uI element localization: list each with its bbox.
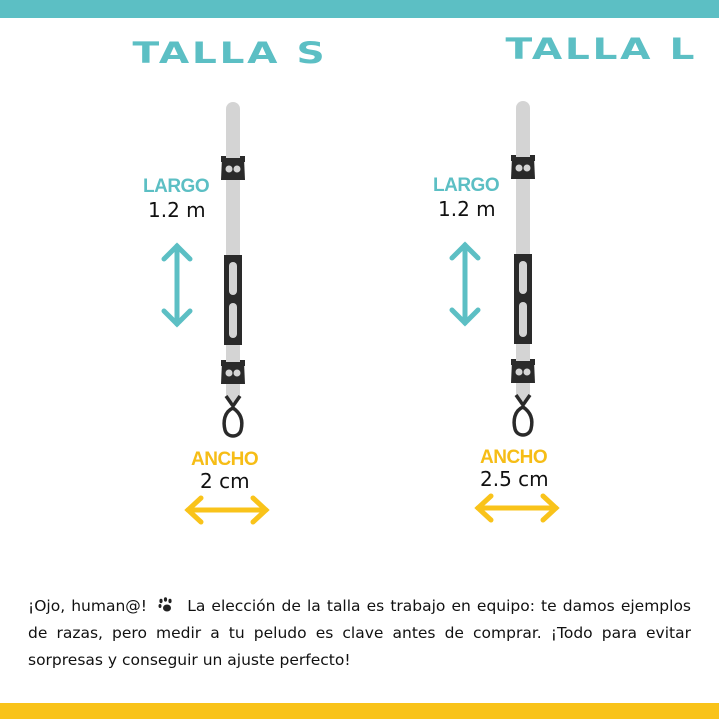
leash-illustration xyxy=(511,101,535,437)
size-advice-note: ¡Ojo, human@! La elección de la talla es… xyxy=(28,593,691,674)
padded-handle xyxy=(514,254,532,344)
size-l-width-value: 2.5 cm xyxy=(480,467,549,491)
buckle xyxy=(221,156,245,180)
snap-hook xyxy=(222,394,244,438)
paw-print-icon xyxy=(158,597,172,612)
size-l-length-label: LARGO xyxy=(433,175,500,196)
note-intro: ¡Ojo, human@! xyxy=(28,597,147,615)
size-s-width-label: ANCHO xyxy=(191,449,259,470)
size-l-width-label: ANCHO xyxy=(480,447,548,468)
horizontal-double-arrow-icon xyxy=(474,493,560,523)
size-l-length-value: 1.2 m xyxy=(438,197,496,221)
vertical-double-arrow-icon xyxy=(161,242,193,328)
size-s-length-label: LARGO xyxy=(143,176,210,197)
top-accent-bar xyxy=(0,0,719,18)
buckle xyxy=(511,359,535,383)
size-l-title: TALLA L xyxy=(505,32,698,66)
leash-illustration xyxy=(221,102,245,438)
padded-handle xyxy=(224,255,242,345)
note-body: La elección de la talla es trabajo en eq… xyxy=(28,597,692,669)
vertical-double-arrow-icon xyxy=(449,241,481,327)
size-s-title: TALLA S xyxy=(132,36,328,70)
snap-hook xyxy=(512,393,534,437)
size-s-length-value: 1.2 m xyxy=(148,198,206,222)
horizontal-double-arrow-icon xyxy=(184,495,270,525)
buckle xyxy=(511,155,535,179)
size-s-width-value: 2 cm xyxy=(200,469,250,493)
bottom-accent-bar xyxy=(0,703,719,719)
buckle xyxy=(221,360,245,384)
